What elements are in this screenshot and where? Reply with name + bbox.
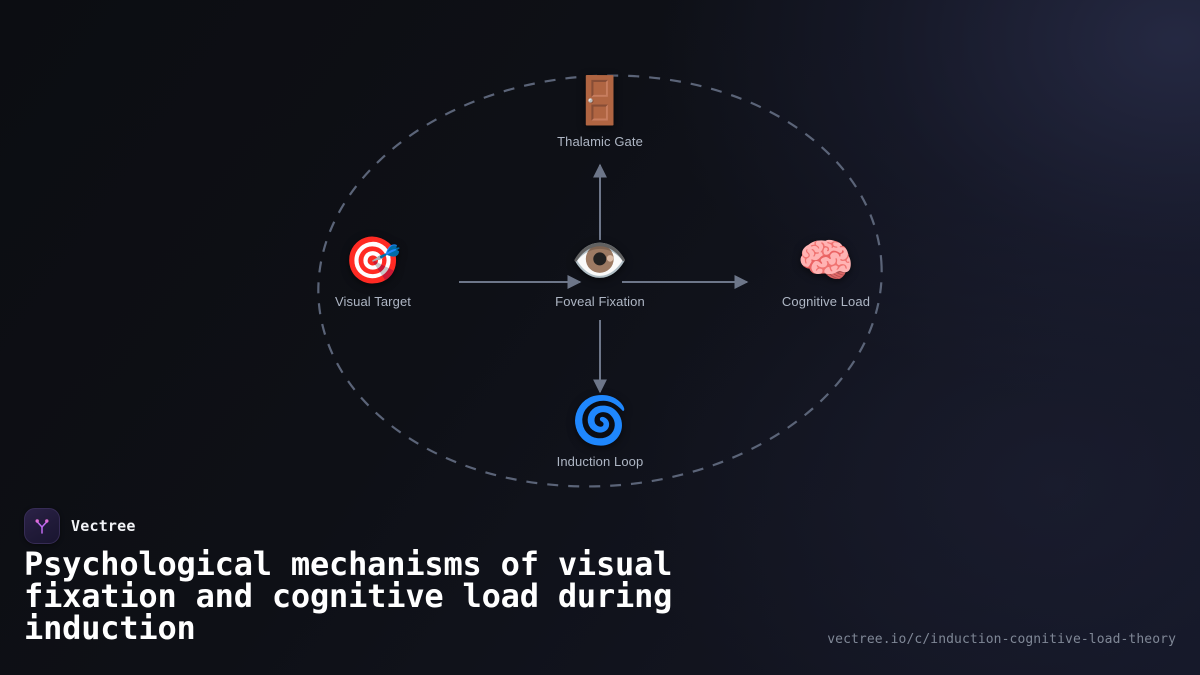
node-label: Foveal Fixation xyxy=(555,294,645,309)
page-title: Psychological mechanisms of visual fixat… xyxy=(24,545,673,647)
bullseye-dart-icon: 🎯 xyxy=(344,233,402,287)
node-visual-target[interactable]: 🎯 Visual Target xyxy=(288,234,458,310)
branch-glyph xyxy=(35,519,49,534)
brand-name: Vectree xyxy=(71,517,136,535)
node-label: Thalamic Gate xyxy=(557,134,643,149)
node-thalamic-gate[interactable]: 🚪 Thalamic Gate xyxy=(515,74,685,150)
boundary-ellipse xyxy=(317,74,883,488)
vectree-branch-logo-icon xyxy=(24,508,60,544)
concept-diagram: 🎯 Visual Target 👁️ Foveal Fixation 🧠 Cog… xyxy=(288,74,911,488)
footer-bar: Vectree Psychological mechanisms of visu… xyxy=(0,490,1200,675)
node-foveal-fixation[interactable]: 👁️ Foveal Fixation xyxy=(515,234,685,310)
node-label: Visual Target xyxy=(335,294,411,309)
node-cognitive-load[interactable]: 🧠 Cognitive Load xyxy=(741,234,911,310)
eye-icon: 👁️ xyxy=(571,233,629,287)
permalink-url: vectree.io/c/induction-cognitive-load-th… xyxy=(827,632,1176,647)
brand-row[interactable]: Vectree xyxy=(24,508,136,544)
door-icon: 🚪 xyxy=(571,73,629,127)
cyclone-spiral-icon: 🌀 xyxy=(571,393,629,447)
node-label: Induction Loop xyxy=(556,454,644,469)
node-label: Cognitive Load xyxy=(781,294,871,309)
brain-icon: 🧠 xyxy=(797,233,855,287)
node-induction-loop[interactable]: 🌀 Induction Loop xyxy=(515,394,685,470)
diagram-svg xyxy=(317,74,883,488)
